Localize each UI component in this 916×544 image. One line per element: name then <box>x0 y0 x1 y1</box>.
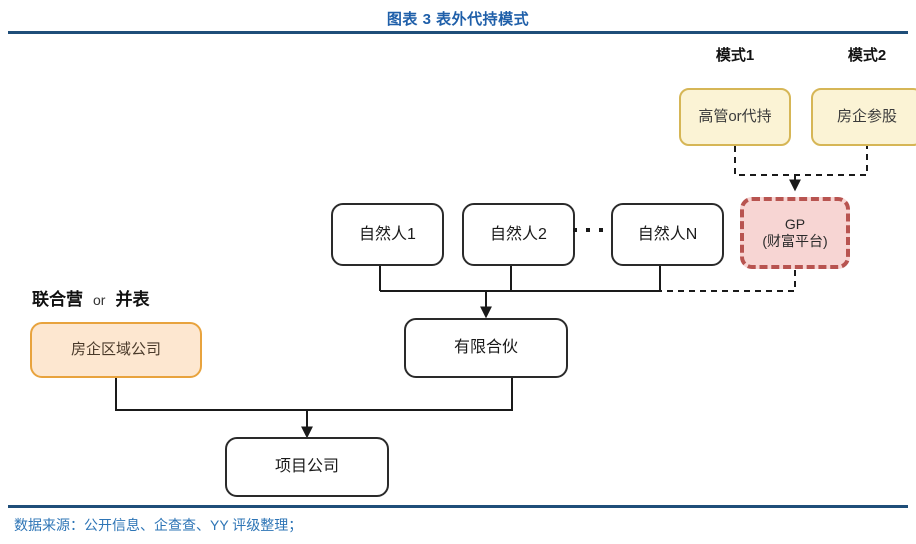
caption-consolidated: 并表 <box>115 290 150 309</box>
node-project-co[interactable]: 项目公司 <box>225 437 389 497</box>
ellipsis-icon <box>573 228 603 232</box>
caption-consolidation: 联合营 or 并表 <box>32 285 149 310</box>
caption-mode-2: 模式2 <box>847 47 887 64</box>
node-gp-wealth-platform[interactable]: GP (财富平台) <box>740 197 850 269</box>
caption-joint-venture: 联合营 <box>32 290 83 309</box>
source-note: 数据来源：公开信息、企查查、YY 评级整理； <box>14 517 303 533</box>
caption-mode-1: 模式1 <box>715 47 755 64</box>
node-exec-proxy[interactable]: 高管or代持 <box>679 88 791 146</box>
title-divider <box>8 31 908 34</box>
page-title: 图表 3 表外代持模式 <box>386 11 530 28</box>
node-limited-partnership[interactable]: 有限合伙 <box>404 318 568 378</box>
footer-divider <box>8 505 908 508</box>
edge-modes-to-gp <box>734 146 868 192</box>
node-developer-equity[interactable]: 房企参股 <box>811 88 916 146</box>
edge-gp-to-lp-bus <box>645 270 796 292</box>
edge-to-project-co <box>115 378 513 439</box>
edge-persons-to-lp <box>379 266 661 319</box>
node-developer-regional-co[interactable]: 房企区域公司 <box>30 322 202 378</box>
node-person-2[interactable]: 自然人2 <box>462 203 575 266</box>
node-person-1[interactable]: 自然人1 <box>331 203 444 266</box>
node-person-n[interactable]: 自然人N <box>611 203 724 266</box>
caption-conjunction: or <box>93 292 106 308</box>
